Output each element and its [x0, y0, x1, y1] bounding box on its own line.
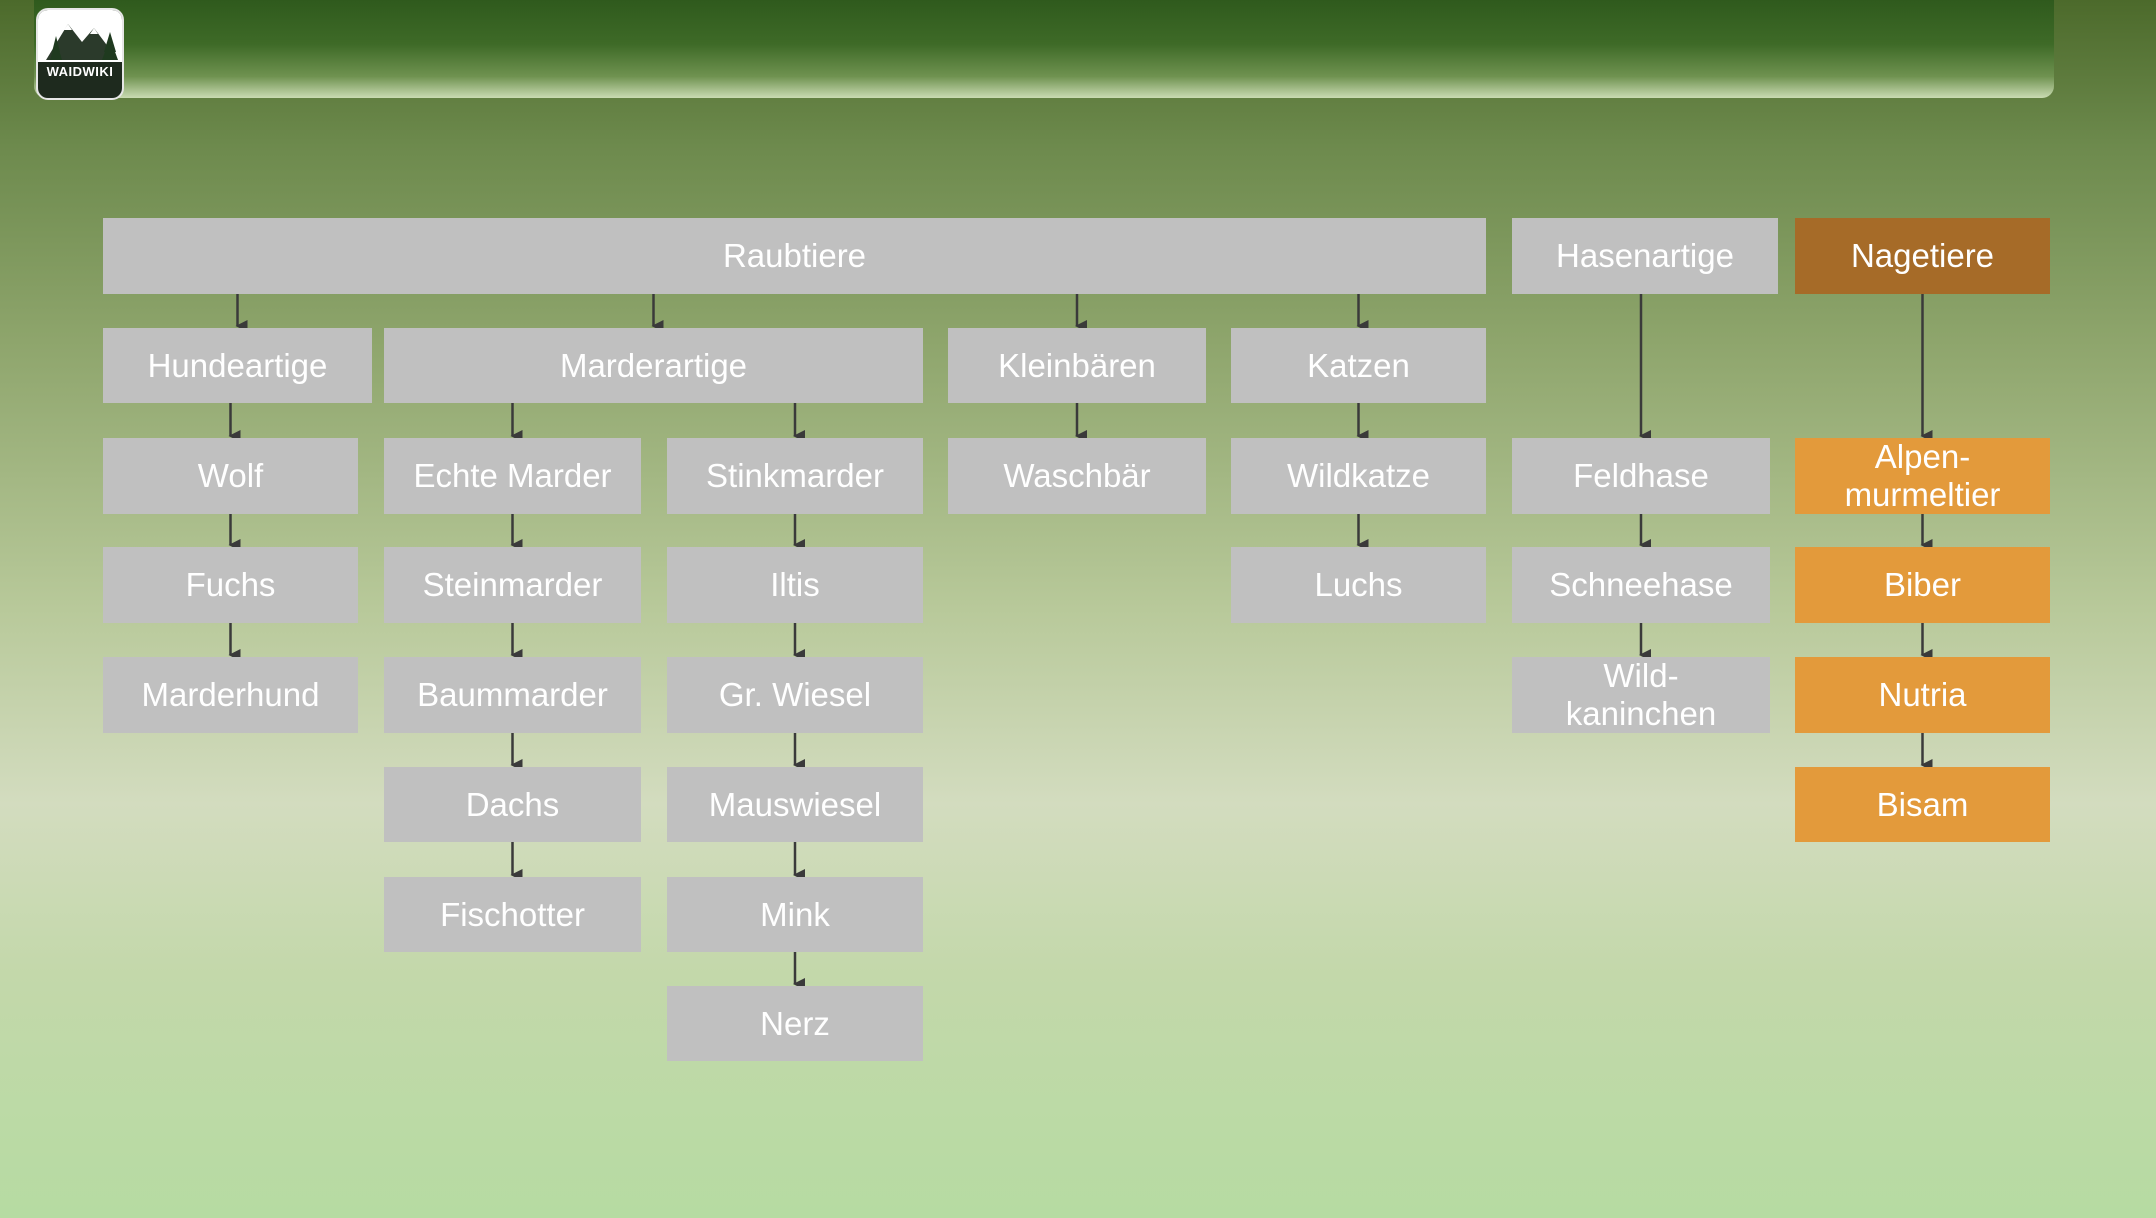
node-nutria: Nutria: [1795, 657, 2050, 733]
node-biber: Biber: [1795, 547, 2050, 623]
node-iltis: Iltis: [667, 547, 923, 623]
node-baummarder: Baummarder: [384, 657, 641, 733]
node-echte-marder: Echte Marder: [384, 438, 641, 514]
node-dachs: Dachs: [384, 767, 641, 842]
node-wildkaninchen: Wild- kaninchen: [1512, 657, 1770, 733]
node-marderartige: Marderartige: [384, 328, 923, 403]
logo-text: WAIDWIKI: [46, 64, 114, 79]
node-schneehase: Schneehase: [1512, 547, 1770, 623]
node-mauswiesel: Mauswiesel: [667, 767, 923, 842]
node-nagetiere: Nagetiere: [1795, 218, 2050, 294]
node-alpenmurmeltier: Alpen- murmeltier: [1795, 438, 2050, 514]
node-feldhase: Feldhase: [1512, 438, 1770, 514]
node-waschbaer: Waschbär: [948, 438, 1206, 514]
node-raubtiere: Raubtiere: [103, 218, 1486, 294]
node-marderhund: Marderhund: [103, 657, 358, 733]
mountain-trees-icon: [46, 24, 118, 60]
node-hasenartige: Hasenartige: [1512, 218, 1778, 294]
header-bar: [34, 0, 2054, 98]
node-gr-wiesel: Gr. Wiesel: [667, 657, 923, 733]
node-wildkatze: Wildkatze: [1231, 438, 1486, 514]
node-fischotter: Fischotter: [384, 877, 641, 952]
node-luchs: Luchs: [1231, 547, 1486, 623]
node-wolf: Wolf: [103, 438, 358, 514]
node-stinkmarder: Stinkmarder: [667, 438, 923, 514]
node-mink: Mink: [667, 877, 923, 952]
node-kleinbaeren: Kleinbären: [948, 328, 1206, 403]
node-fuchs: Fuchs: [103, 547, 358, 623]
node-steinmarder: Steinmarder: [384, 547, 641, 623]
node-katzen: Katzen: [1231, 328, 1486, 403]
node-nerz: Nerz: [667, 986, 923, 1061]
node-hundeartige: Hundeartige: [103, 328, 372, 403]
waidwiki-logo: WAIDWIKI: [36, 8, 124, 100]
node-bisam: Bisam: [1795, 767, 2050, 842]
